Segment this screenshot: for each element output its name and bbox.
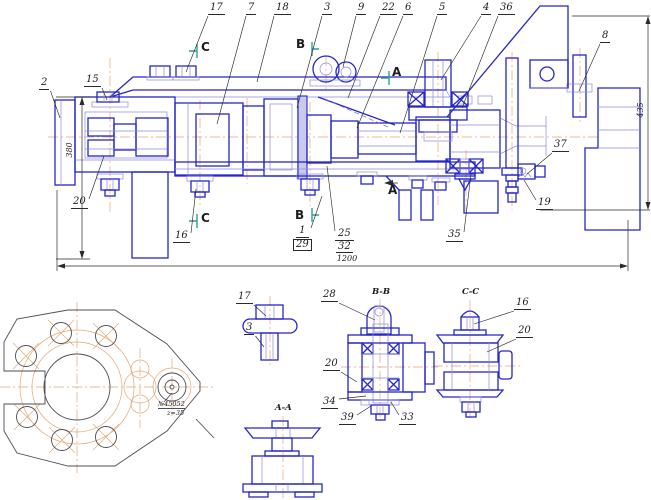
leader-line xyxy=(356,405,372,416)
leader-line xyxy=(216,15,247,125)
leader-line xyxy=(310,195,323,229)
leader-line xyxy=(256,15,275,83)
leader-line xyxy=(185,15,209,73)
leader-line xyxy=(523,179,537,201)
leader-line xyxy=(255,335,265,348)
flange-end-view xyxy=(3,309,215,467)
leader-line xyxy=(190,188,197,234)
leader-line xyxy=(356,15,404,129)
callout-leader-lines xyxy=(50,15,601,416)
leader-line xyxy=(342,15,357,68)
section-aa-view xyxy=(242,420,323,498)
leader-line xyxy=(440,15,482,81)
leader-line xyxy=(338,395,367,400)
section-bb-view xyxy=(347,305,435,421)
leader-line xyxy=(526,152,553,175)
main-assembly-view-linework xyxy=(54,5,641,259)
dimension-lines xyxy=(56,15,651,271)
leader-line xyxy=(50,90,61,119)
leader-line xyxy=(461,15,499,109)
leader-line xyxy=(253,304,267,317)
leader-line xyxy=(390,401,400,416)
section-cc-view xyxy=(435,310,513,418)
leader-line xyxy=(326,165,336,232)
leader-line xyxy=(399,15,438,134)
leader-line xyxy=(296,15,323,109)
centerlines xyxy=(0,48,598,499)
leader-line xyxy=(486,338,517,353)
leader-line xyxy=(88,155,105,200)
leader-line xyxy=(473,310,515,325)
bolt-detail-view xyxy=(242,304,298,361)
leader-line xyxy=(101,87,108,101)
leader-line xyxy=(338,302,376,321)
leader-line xyxy=(340,371,358,383)
leader-line xyxy=(347,15,381,99)
section-cut-ticks xyxy=(189,42,390,228)
leader-line xyxy=(463,173,472,233)
leader-line xyxy=(578,43,601,92)
